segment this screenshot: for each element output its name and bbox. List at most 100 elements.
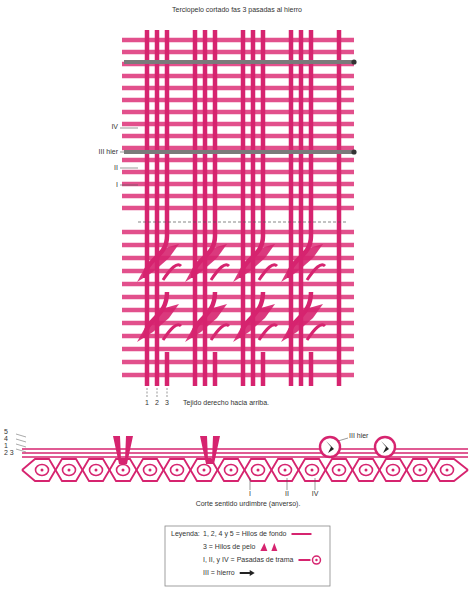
- weft-core: [446, 469, 449, 472]
- tuft-fold: [259, 265, 277, 280]
- ground-warp: [22, 459, 468, 481]
- cut-pile-tuft: [233, 244, 275, 282]
- weft-pick: [252, 465, 265, 476]
- tuft-fold: [307, 265, 325, 280]
- weft-pick: [387, 465, 400, 476]
- weft-sample-core: [315, 559, 317, 561]
- weft-pick: [117, 465, 130, 476]
- tuft-fold: [259, 325, 277, 340]
- legend-text: 3 = Hilos de pelo: [202, 543, 256, 551]
- iron-rod: [124, 60, 352, 64]
- warp-thread: [299, 30, 304, 386]
- weft-core: [41, 469, 44, 472]
- weft-core: [68, 469, 71, 472]
- section-tuft: [200, 436, 220, 464]
- warp-thread: [203, 30, 208, 386]
- weft-pick: [441, 465, 454, 476]
- tuft-fold: [307, 325, 325, 340]
- warp-thread: [251, 30, 256, 386]
- leader-line: [16, 434, 26, 437]
- leader-line: [338, 438, 348, 441]
- weft-core: [419, 469, 422, 472]
- section-tuft: [113, 436, 133, 464]
- weft-sample-pick: [312, 556, 320, 564]
- weft-core: [95, 469, 98, 472]
- cut-pile-tuft: [281, 304, 323, 342]
- weft-core: [203, 469, 206, 472]
- weft-core: [176, 469, 179, 472]
- callout-label: I: [115, 181, 119, 189]
- cut-divider: [138, 222, 346, 223]
- iron-blade: [381, 441, 389, 453]
- leader-line: [167, 388, 168, 398]
- weft-pick: [225, 465, 238, 476]
- weft-pick: [36, 465, 49, 476]
- section-thread: [22, 452, 468, 454]
- leader-line: [250, 478, 251, 490]
- legend-text: III = hierro: [202, 569, 236, 577]
- callout-label: IV: [311, 490, 320, 498]
- callout-label: Tejido derecho hacia arriba.: [182, 399, 270, 407]
- legend-text: 1, 2, 4 y 5 = Hilos de fondo: [202, 530, 287, 538]
- section-thread: [22, 448, 468, 450]
- weft-pick: [414, 465, 427, 476]
- callout-label: III hier: [98, 148, 119, 156]
- weft-pick: [333, 465, 346, 476]
- plan-view: [120, 30, 357, 398]
- weft-core: [311, 469, 314, 472]
- cut-pile-tuft: [281, 244, 323, 282]
- legend-text: I, II, y IV = Pasadas de trama: [202, 556, 294, 564]
- leader-line: [147, 388, 148, 398]
- warp-thread: [213, 30, 218, 228]
- weft-pick: [279, 465, 292, 476]
- ground-thread-sample: [291, 533, 311, 535]
- iron-blade: [326, 441, 334, 453]
- callout-label: II: [113, 164, 119, 172]
- weft-core: [338, 469, 341, 472]
- title-text: Terciopelo cortado fas 3 pasadas al hier…: [171, 6, 303, 14]
- cross-section: [16, 434, 468, 490]
- pile-loop: [375, 437, 395, 457]
- weft-pick: [144, 465, 157, 476]
- weft-core: [230, 469, 233, 472]
- callout-label: 2 3: [3, 449, 15, 457]
- leader-line: [315, 478, 316, 490]
- callout-label: III hier: [348, 432, 369, 440]
- leader-line: [120, 185, 138, 186]
- rod-end: [351, 149, 356, 154]
- callout-label: 3: [164, 399, 170, 407]
- cut-pile-tuft: [185, 304, 227, 342]
- legend-box: [165, 526, 330, 586]
- weft-pick: [198, 465, 211, 476]
- pile-loop: [320, 437, 340, 457]
- section-thread: [22, 456, 468, 458]
- cut-pile-tuft: [233, 304, 275, 342]
- leader-line: [120, 152, 124, 153]
- callout-label: 2: [154, 399, 160, 407]
- ground-warp: [22, 459, 468, 481]
- leader-line: [120, 128, 138, 129]
- callout-label: I: [248, 490, 252, 498]
- caption-text: Corte sentido urdimbre (anverso).: [195, 500, 302, 508]
- tuft-fold: [211, 325, 229, 340]
- leader-line: [157, 388, 158, 398]
- tuft-fold: [163, 265, 181, 280]
- cut-pile-tuft: [137, 304, 179, 342]
- warp-thread: [337, 30, 342, 386]
- weft-core: [122, 469, 125, 472]
- leader-line: [16, 439, 26, 442]
- weft-pick: [171, 465, 184, 476]
- callout-label: Leyenda:: [170, 530, 201, 538]
- iron-rod: [124, 150, 352, 154]
- weft-core: [284, 469, 287, 472]
- leader-line: [16, 444, 26, 447]
- weft-core: [365, 469, 368, 472]
- leader-line: [120, 168, 138, 169]
- cut-pile-tuft: [137, 244, 179, 282]
- warp-thread: [165, 30, 170, 228]
- iron-sample: [240, 570, 255, 576]
- tuft-fold: [211, 265, 229, 280]
- weft-sample: [298, 559, 310, 561]
- warp-thread: [261, 30, 266, 228]
